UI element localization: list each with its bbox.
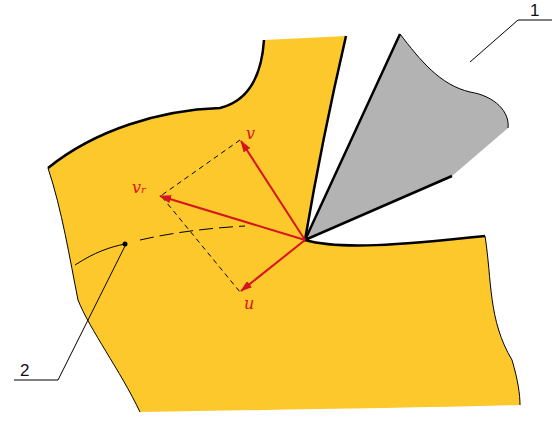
leader-dot (123, 242, 128, 247)
leader-line (14, 246, 125, 380)
tool-back (400, 34, 508, 128)
vector-label: u (244, 296, 254, 312)
leader-line (470, 20, 552, 62)
vector-label: vᵣ (132, 180, 147, 196)
shear-line-dashed (140, 226, 245, 240)
callout-number: 2 (20, 362, 29, 379)
workpiece-outline (48, 40, 264, 168)
velocity-vector (241, 141, 305, 240)
workpiece-edge (48, 168, 520, 412)
cutting-tool (305, 34, 508, 240)
tool-faces (305, 34, 452, 240)
callout-number: 1 (530, 2, 539, 19)
feed-vector (241, 240, 305, 291)
relative-velocity-vector (160, 196, 305, 240)
machined-surface (305, 236, 485, 246)
vector-label: v (246, 126, 255, 142)
